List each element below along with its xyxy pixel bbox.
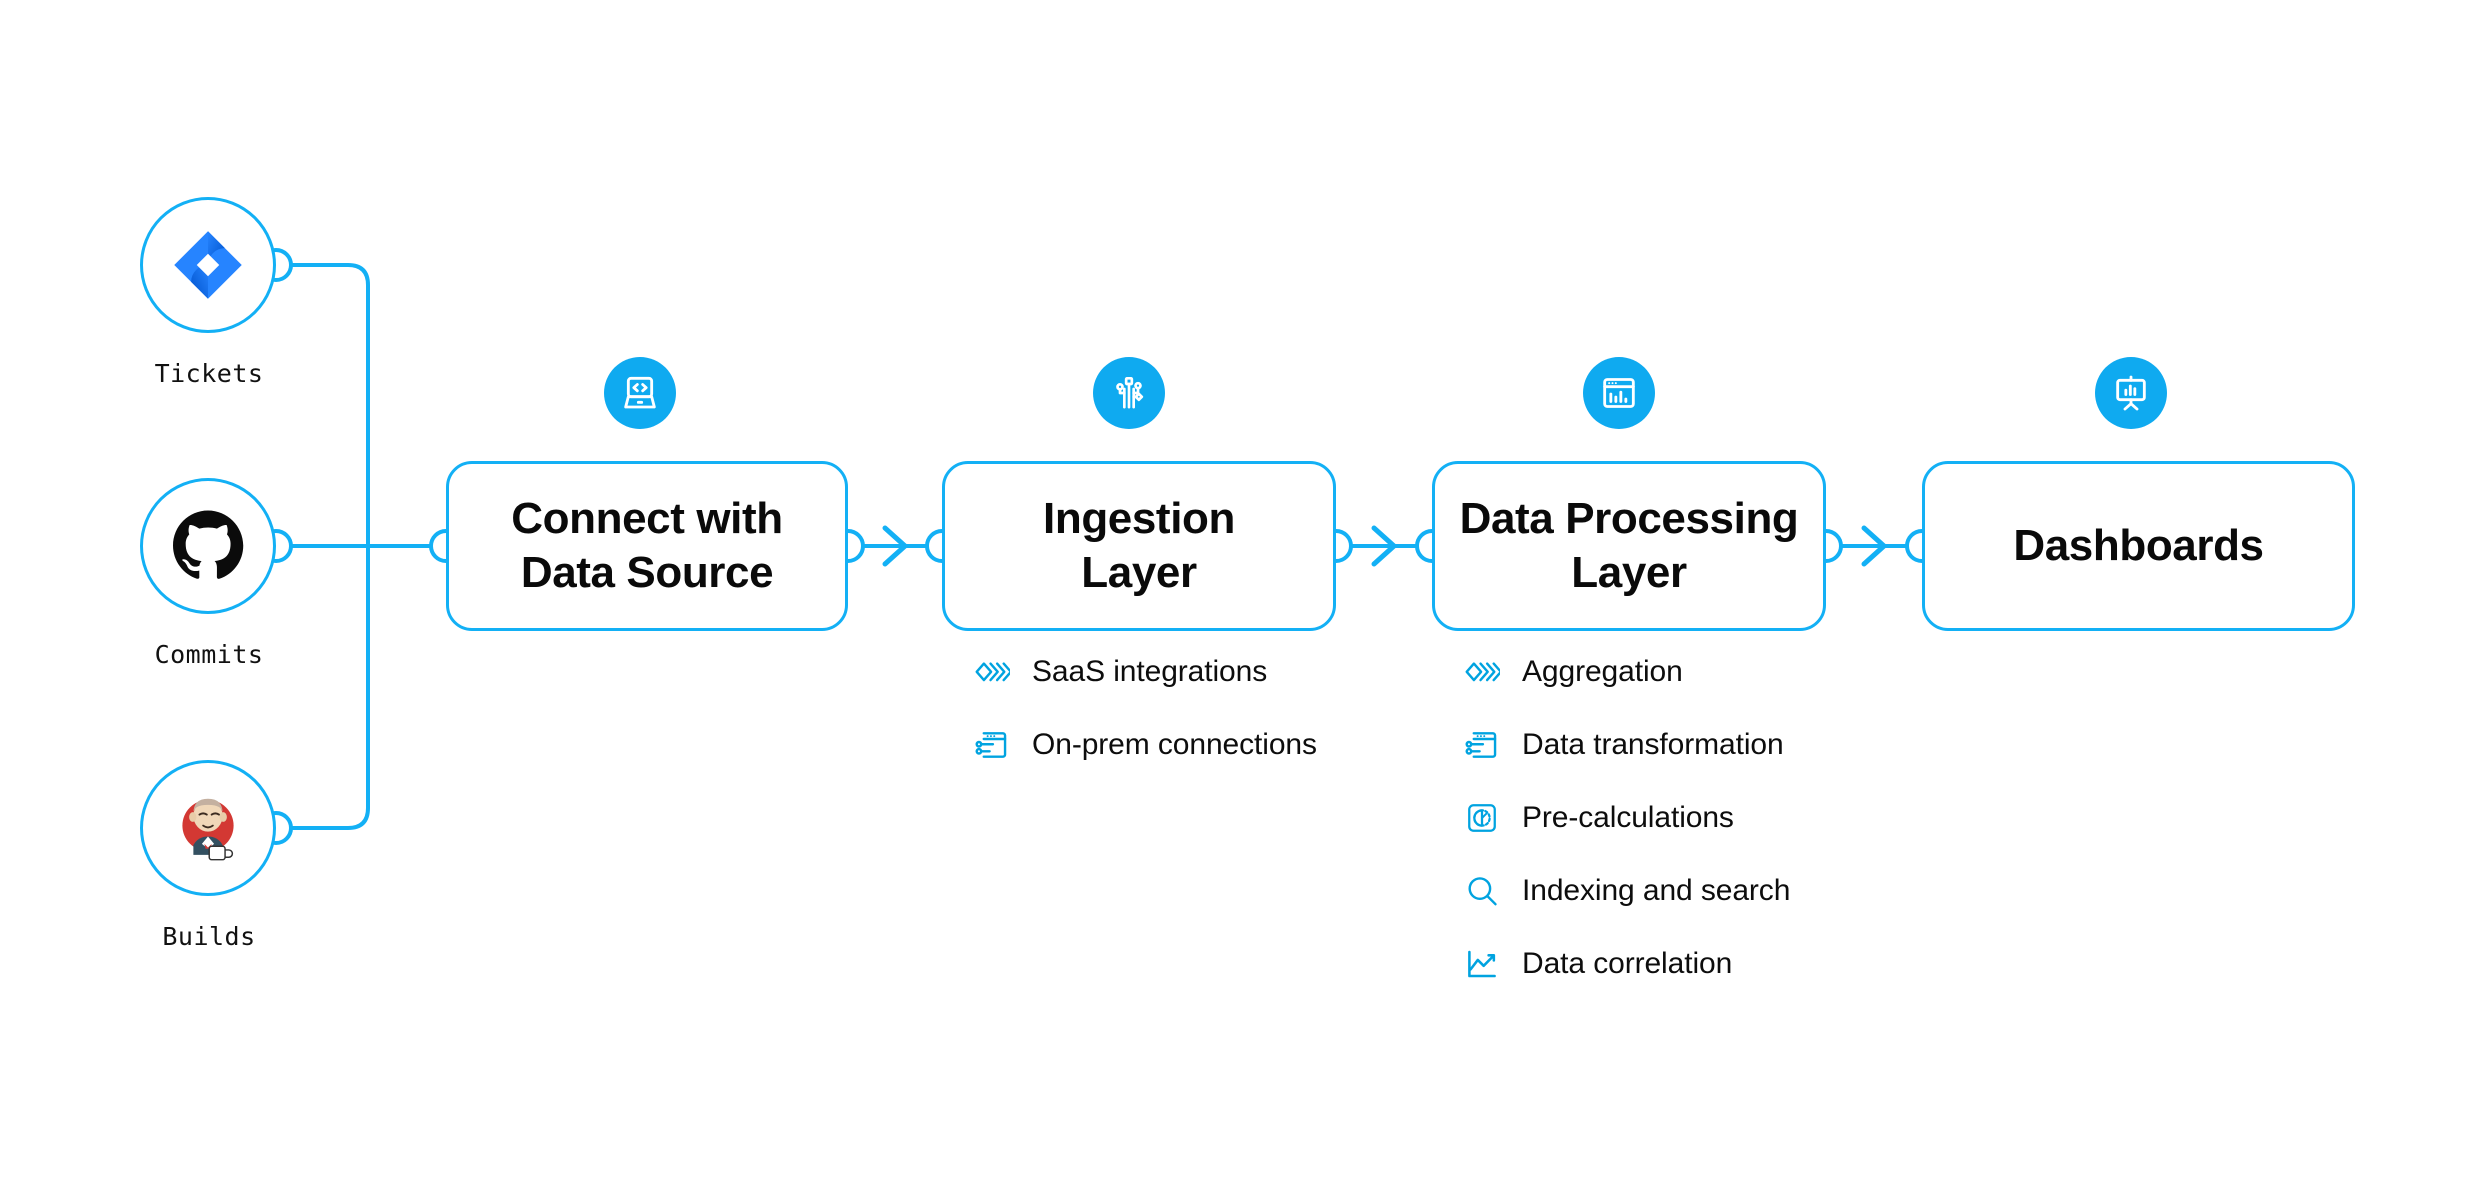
wire-builds-to-bus	[289, 545, 370, 830]
presentation-chart-icon	[2116, 375, 2146, 411]
feature-label: Pre-calculations	[1522, 800, 1734, 834]
feature-list-ingestion-layer: SaaS integrations On-prem connections	[972, 635, 1317, 781]
stage-box-ingestion-layer[interactable]: Ingestion Layer	[942, 461, 1336, 631]
feature-label: SaaS integrations	[1032, 654, 1268, 688]
source-node-commits[interactable]: Commits	[140, 478, 278, 669]
feature-row[interactable]: On-prem connections	[972, 708, 1317, 781]
feature-row[interactable]: Pre-calculations	[1462, 781, 1790, 854]
stage-title-data-processing-layer: Data Processing Layer	[1442, 492, 1817, 599]
feature-label: Aggregation	[1522, 654, 1683, 688]
stage-title-line1: Data Processing	[1459, 494, 1799, 544]
stage-badge-data-processing-layer	[1583, 357, 1655, 429]
line-chart-icon	[1462, 944, 1502, 984]
feature-list-data-processing-layer: Aggregation Data transformation	[1462, 635, 1790, 1000]
stage-title-ingestion-layer: Ingestion Layer	[1025, 492, 1253, 599]
feature-row[interactable]: Data transformation	[1462, 708, 1790, 781]
stage-badge-dashboards	[2095, 357, 2167, 429]
stage-badge-connect-with-data-source	[604, 357, 676, 429]
stage-title-dashboards: Dashboards	[1995, 519, 2281, 573]
stage-title-line2: Data Source	[520, 548, 774, 597]
stage-title-connect-with-data-source: Connect with Data Source	[493, 492, 800, 599]
arrow-head-2	[1371, 525, 1397, 567]
stage-title-line1: Connect with	[511, 494, 783, 544]
source-ring-commits	[140, 478, 276, 614]
stage-title-line2: Layer	[1571, 548, 1687, 597]
feature-label: Indexing and search	[1522, 873, 1791, 907]
feature-label: Data transformation	[1522, 727, 1784, 761]
feature-row[interactable]: SaaS integrations	[972, 635, 1317, 708]
stage-title-line2: Layer	[1081, 548, 1197, 597]
feature-label: On-prem connections	[1032, 727, 1317, 761]
magnifier-icon	[1462, 871, 1502, 911]
source-label-builds: Builds	[162, 922, 256, 951]
chevrons-diamond-icon	[1462, 652, 1502, 692]
feature-label: Data correlation	[1522, 946, 1733, 980]
feature-row[interactable]: Aggregation	[1462, 635, 1790, 708]
server-window-icon	[1462, 725, 1502, 765]
github-icon	[173, 510, 244, 579]
source-ring-builds	[140, 760, 276, 896]
stage-badge-ingestion-layer	[1093, 357, 1165, 429]
feature-row[interactable]: Indexing and search	[1462, 854, 1790, 927]
stage-box-dashboards[interactable]: Dashboards	[1922, 461, 2355, 631]
gauge-square-icon	[1462, 798, 1502, 838]
circuit-nodes-icon	[1116, 377, 1144, 409]
arrow-head-3	[1861, 525, 1887, 567]
stage-title-line1: Dashboards	[2013, 521, 2264, 571]
feature-row[interactable]: Data correlation	[1462, 927, 1790, 1000]
wire-tickets-to-bus	[289, 263, 370, 547]
jenkins-icon	[182, 798, 234, 861]
stage-box-data-processing-layer[interactable]: Data Processing Layer	[1432, 461, 1826, 631]
source-label-commits: Commits	[154, 640, 264, 669]
source-label-tickets: Tickets	[154, 359, 264, 388]
server-window-icon	[972, 725, 1012, 765]
stage-title-line1: Ingestion	[1043, 494, 1235, 544]
source-ring-tickets	[140, 197, 276, 333]
stage-box-connect-with-data-source[interactable]: Connect with Data Source	[446, 461, 848, 631]
window-barchart-icon	[1603, 378, 1635, 408]
chevrons-diamond-icon	[972, 652, 1012, 692]
arrow-head-1	[882, 525, 908, 567]
source-node-tickets[interactable]: Tickets	[140, 197, 278, 388]
source-node-builds[interactable]: Builds	[140, 760, 278, 951]
laptop-code-icon	[624, 376, 656, 409]
jira-icon	[174, 231, 242, 299]
